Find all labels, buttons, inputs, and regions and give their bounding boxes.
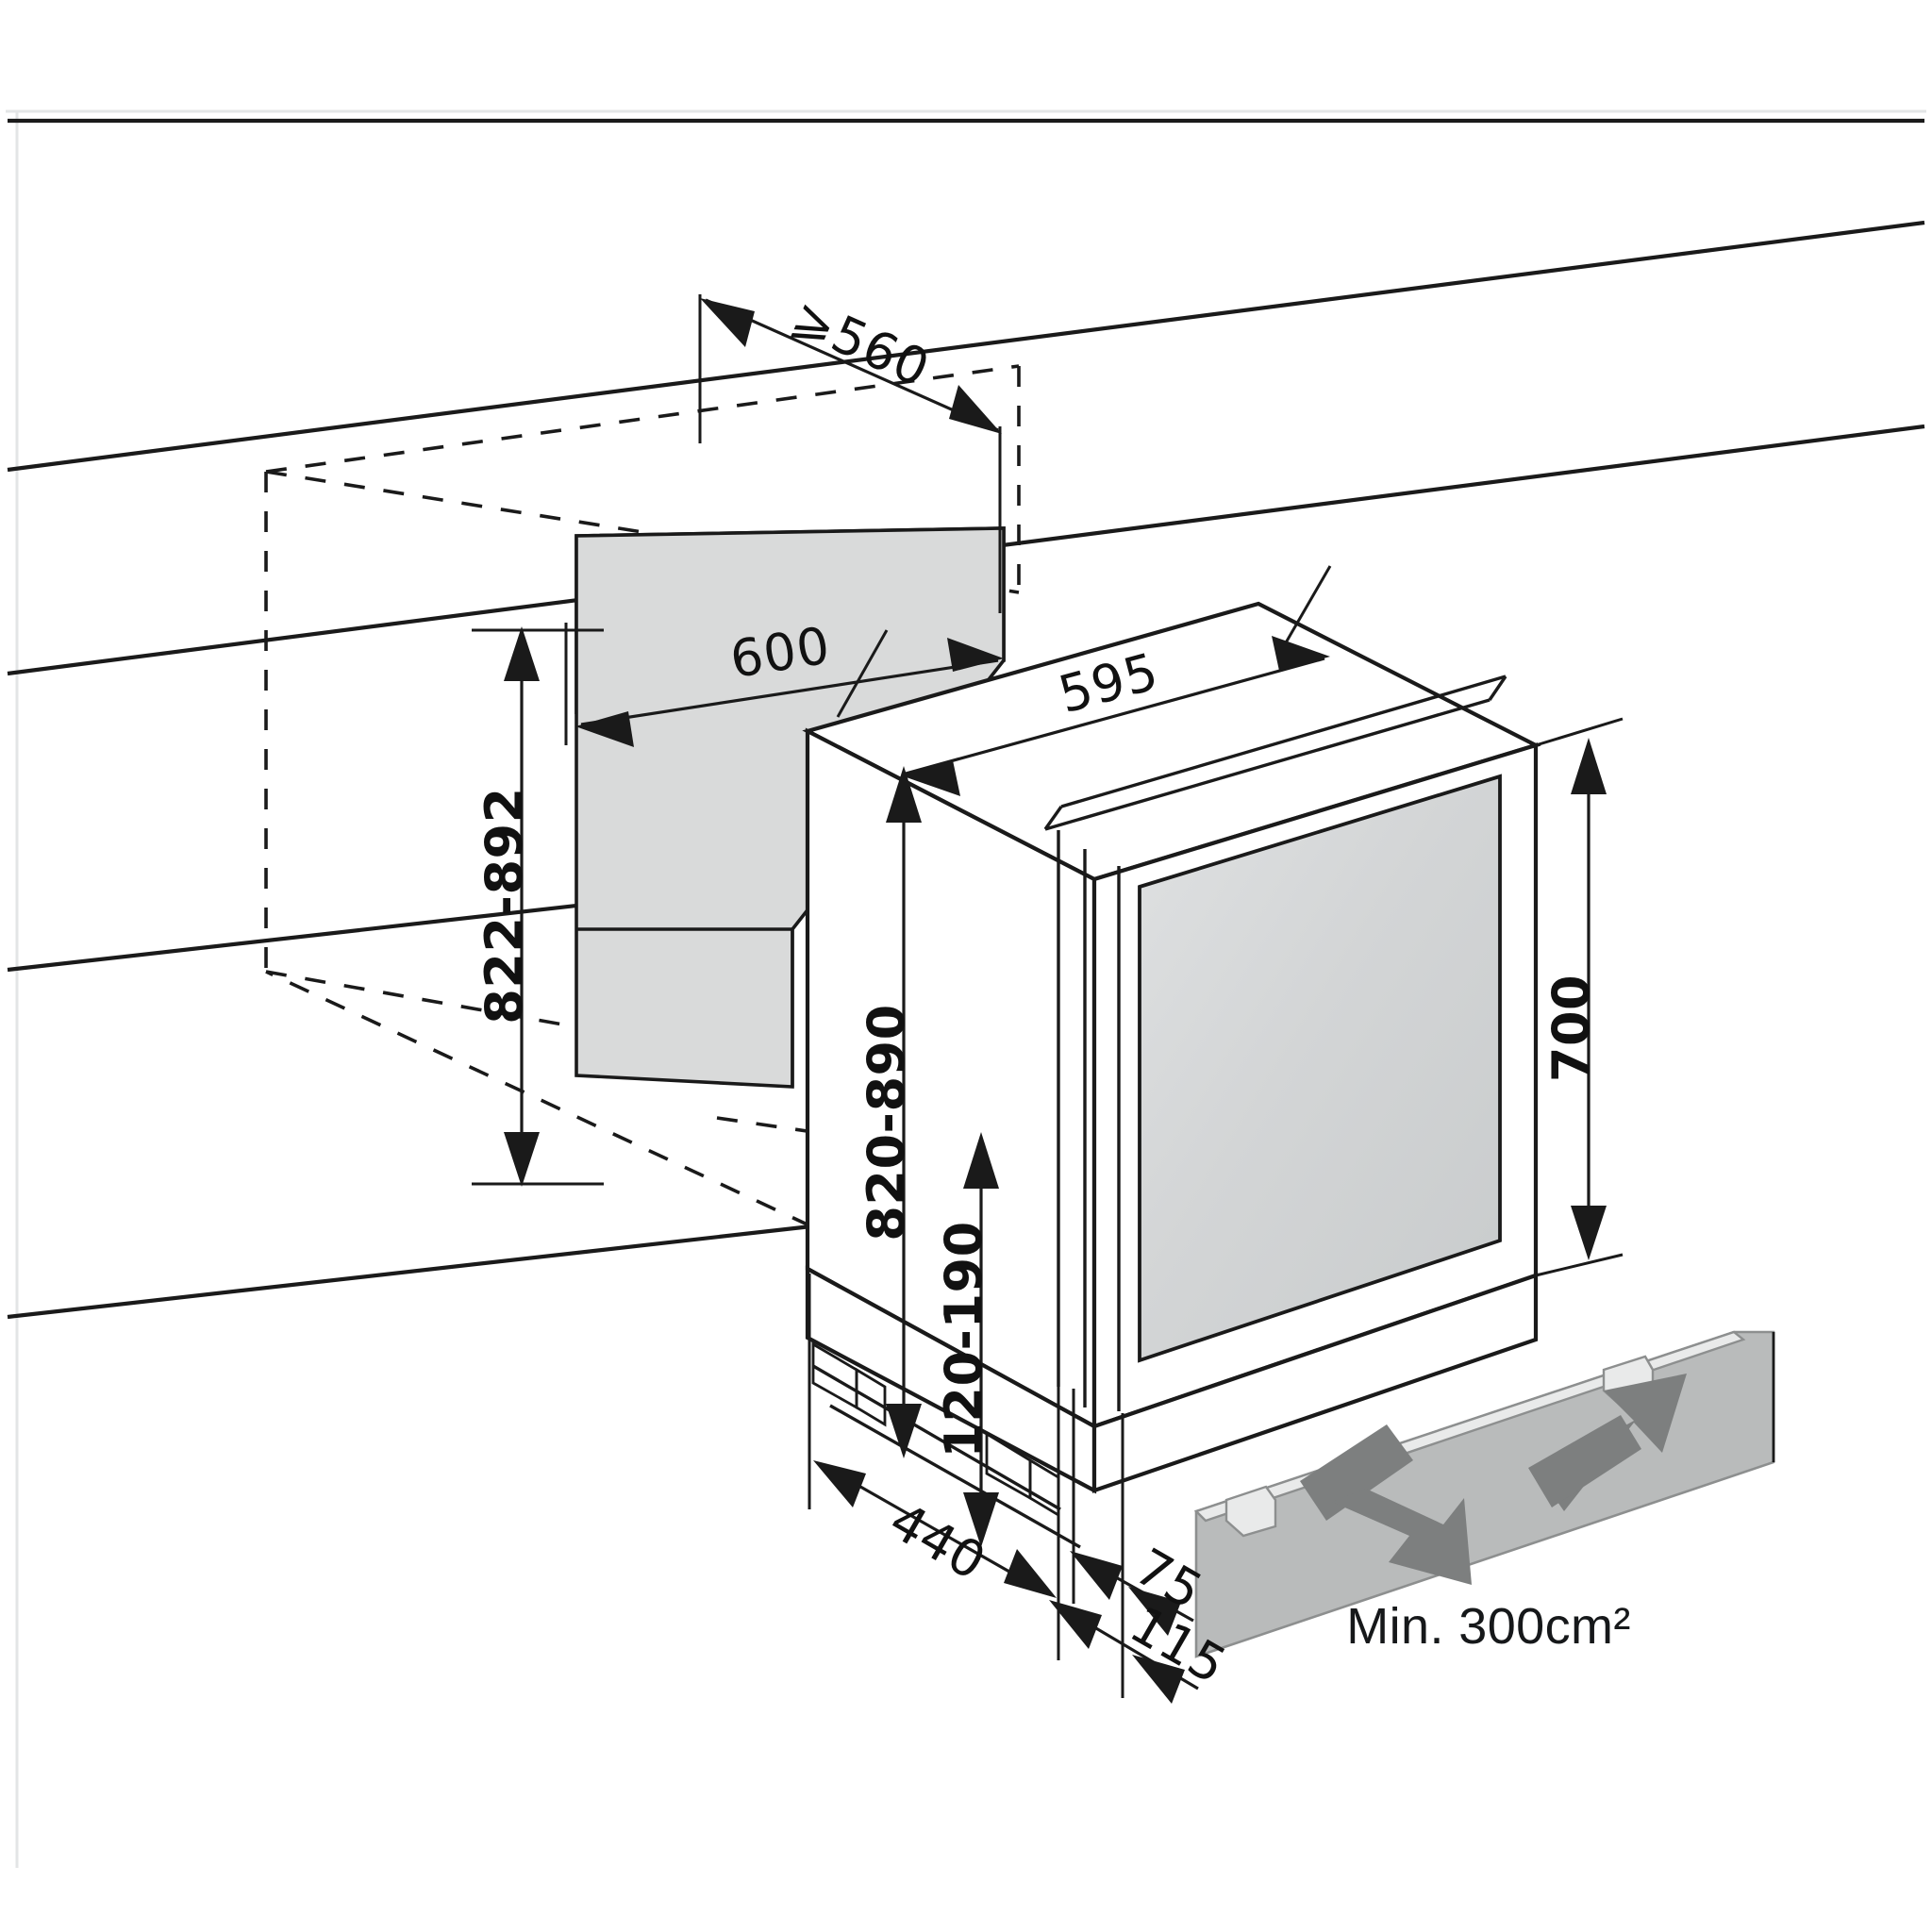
dim-label-appliance-height: 820-890 (857, 1004, 916, 1241)
dimension-appliance-height: 820-890 (857, 766, 922, 1458)
niche-back-panel (575, 526, 1006, 1089)
dim-label-plinth-height: 120-190 (934, 1221, 993, 1457)
ventilation-note-label: Min. 300cm² (1346, 1598, 1630, 1655)
airflow-arrows (1300, 1374, 1687, 1585)
dimension-niche-height: 822-892 (472, 626, 604, 1187)
exhaust-arrow (1300, 1424, 1472, 1585)
dim-label-niche-depth: ⩾560 (783, 286, 939, 399)
dimension-plinth-height: 120-190 (934, 1132, 999, 1547)
dim-label-door-height: 700 (1541, 974, 1601, 1082)
frame-border (6, 109, 1926, 1868)
dim-label-niche-height: 822-892 (475, 787, 534, 1024)
appliance-plinth (805, 1265, 1539, 1549)
dimension-niche-width: 600 (564, 528, 1006, 747)
dimension-door-height: 700 (1535, 717, 1624, 1277)
intake-arrow (1528, 1374, 1687, 1511)
glass-door (1138, 774, 1502, 1363)
